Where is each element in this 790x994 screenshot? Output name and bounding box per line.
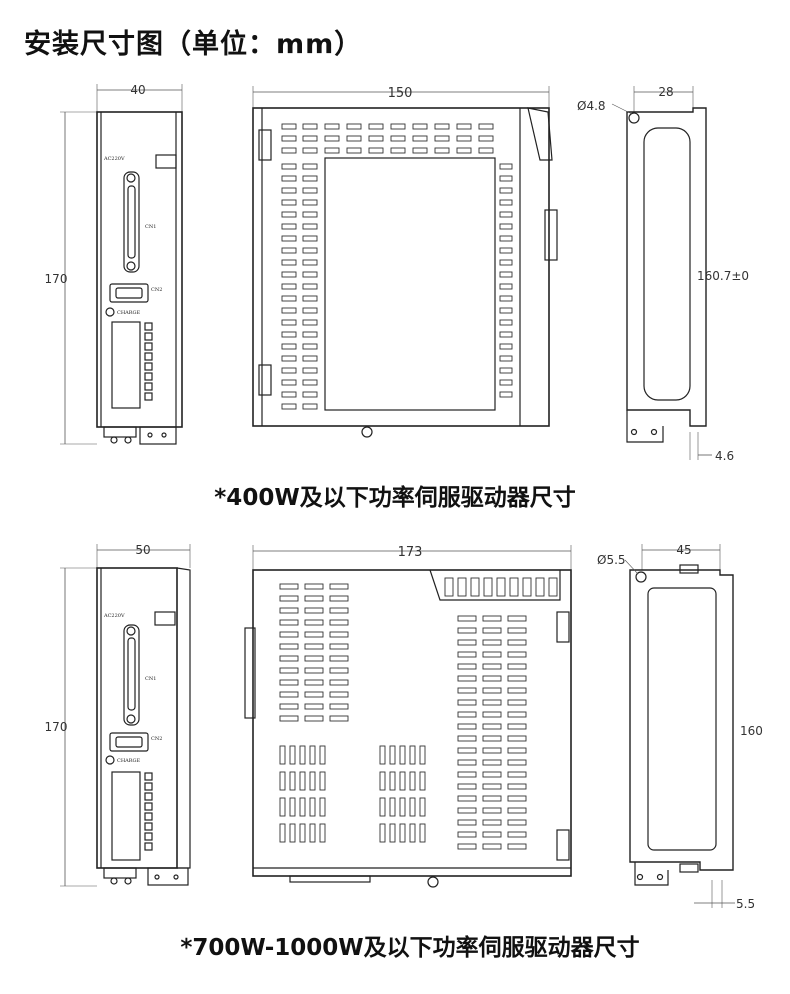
side-vent-slots-1000w xyxy=(279,577,558,850)
ac-label-400w: AC220V xyxy=(103,156,125,162)
side-view-1000w xyxy=(244,545,572,888)
cn2-label-400w: CN2 xyxy=(151,287,162,293)
front-width-label-1000w: 50 xyxy=(135,543,150,557)
rear-height-label-400w: 160.7±0 xyxy=(697,269,749,283)
rear-width-label-1000w: 45 xyxy=(676,543,691,557)
side-view-400w xyxy=(252,86,558,438)
rear-hole-label-400w: Ø4.8 xyxy=(577,99,606,113)
page-title: 安装尺寸图（单位：mm） xyxy=(24,29,363,60)
charge-label-1000w: CHARGE xyxy=(117,758,141,764)
cn2-label-1000w: CN2 xyxy=(151,736,162,742)
cn1-label-1000w: CN1 xyxy=(145,676,156,682)
rear-view-1000w xyxy=(624,544,735,908)
rear-width-label-400w: 28 xyxy=(658,85,673,99)
rear-offset-label-400w: 4.6 xyxy=(715,449,734,463)
caption-400w: *400W及以下功率伺服驱动器尺寸 xyxy=(214,485,576,511)
rear-offset-label-1000w: 5.5 xyxy=(736,897,755,911)
cn1-label-400w: CN1 xyxy=(145,224,156,230)
caption-1000w: *700W-1000W及以下功率伺服驱动器尺寸 xyxy=(180,935,640,961)
rear-view-400w xyxy=(611,86,712,460)
front-view-400w xyxy=(60,84,183,445)
front-view-1000w xyxy=(60,544,191,887)
front-height-label-400w: 170 xyxy=(45,272,68,286)
front-height-label-1000w: 170 xyxy=(45,720,68,734)
side-vent-slots-400w xyxy=(281,123,513,410)
charge-label-400w: CHARGE xyxy=(117,310,141,316)
rear-hole-label-1000w: Ø5.5 xyxy=(597,553,626,567)
rear-height-label-1000w: 160 xyxy=(740,724,763,738)
front-width-label-400w: 40 xyxy=(130,83,145,97)
ac-label-1000w: AC220V xyxy=(103,613,125,619)
side-width-label-1000w: 173 xyxy=(398,545,423,560)
side-width-label-400w: 150 xyxy=(388,86,413,101)
